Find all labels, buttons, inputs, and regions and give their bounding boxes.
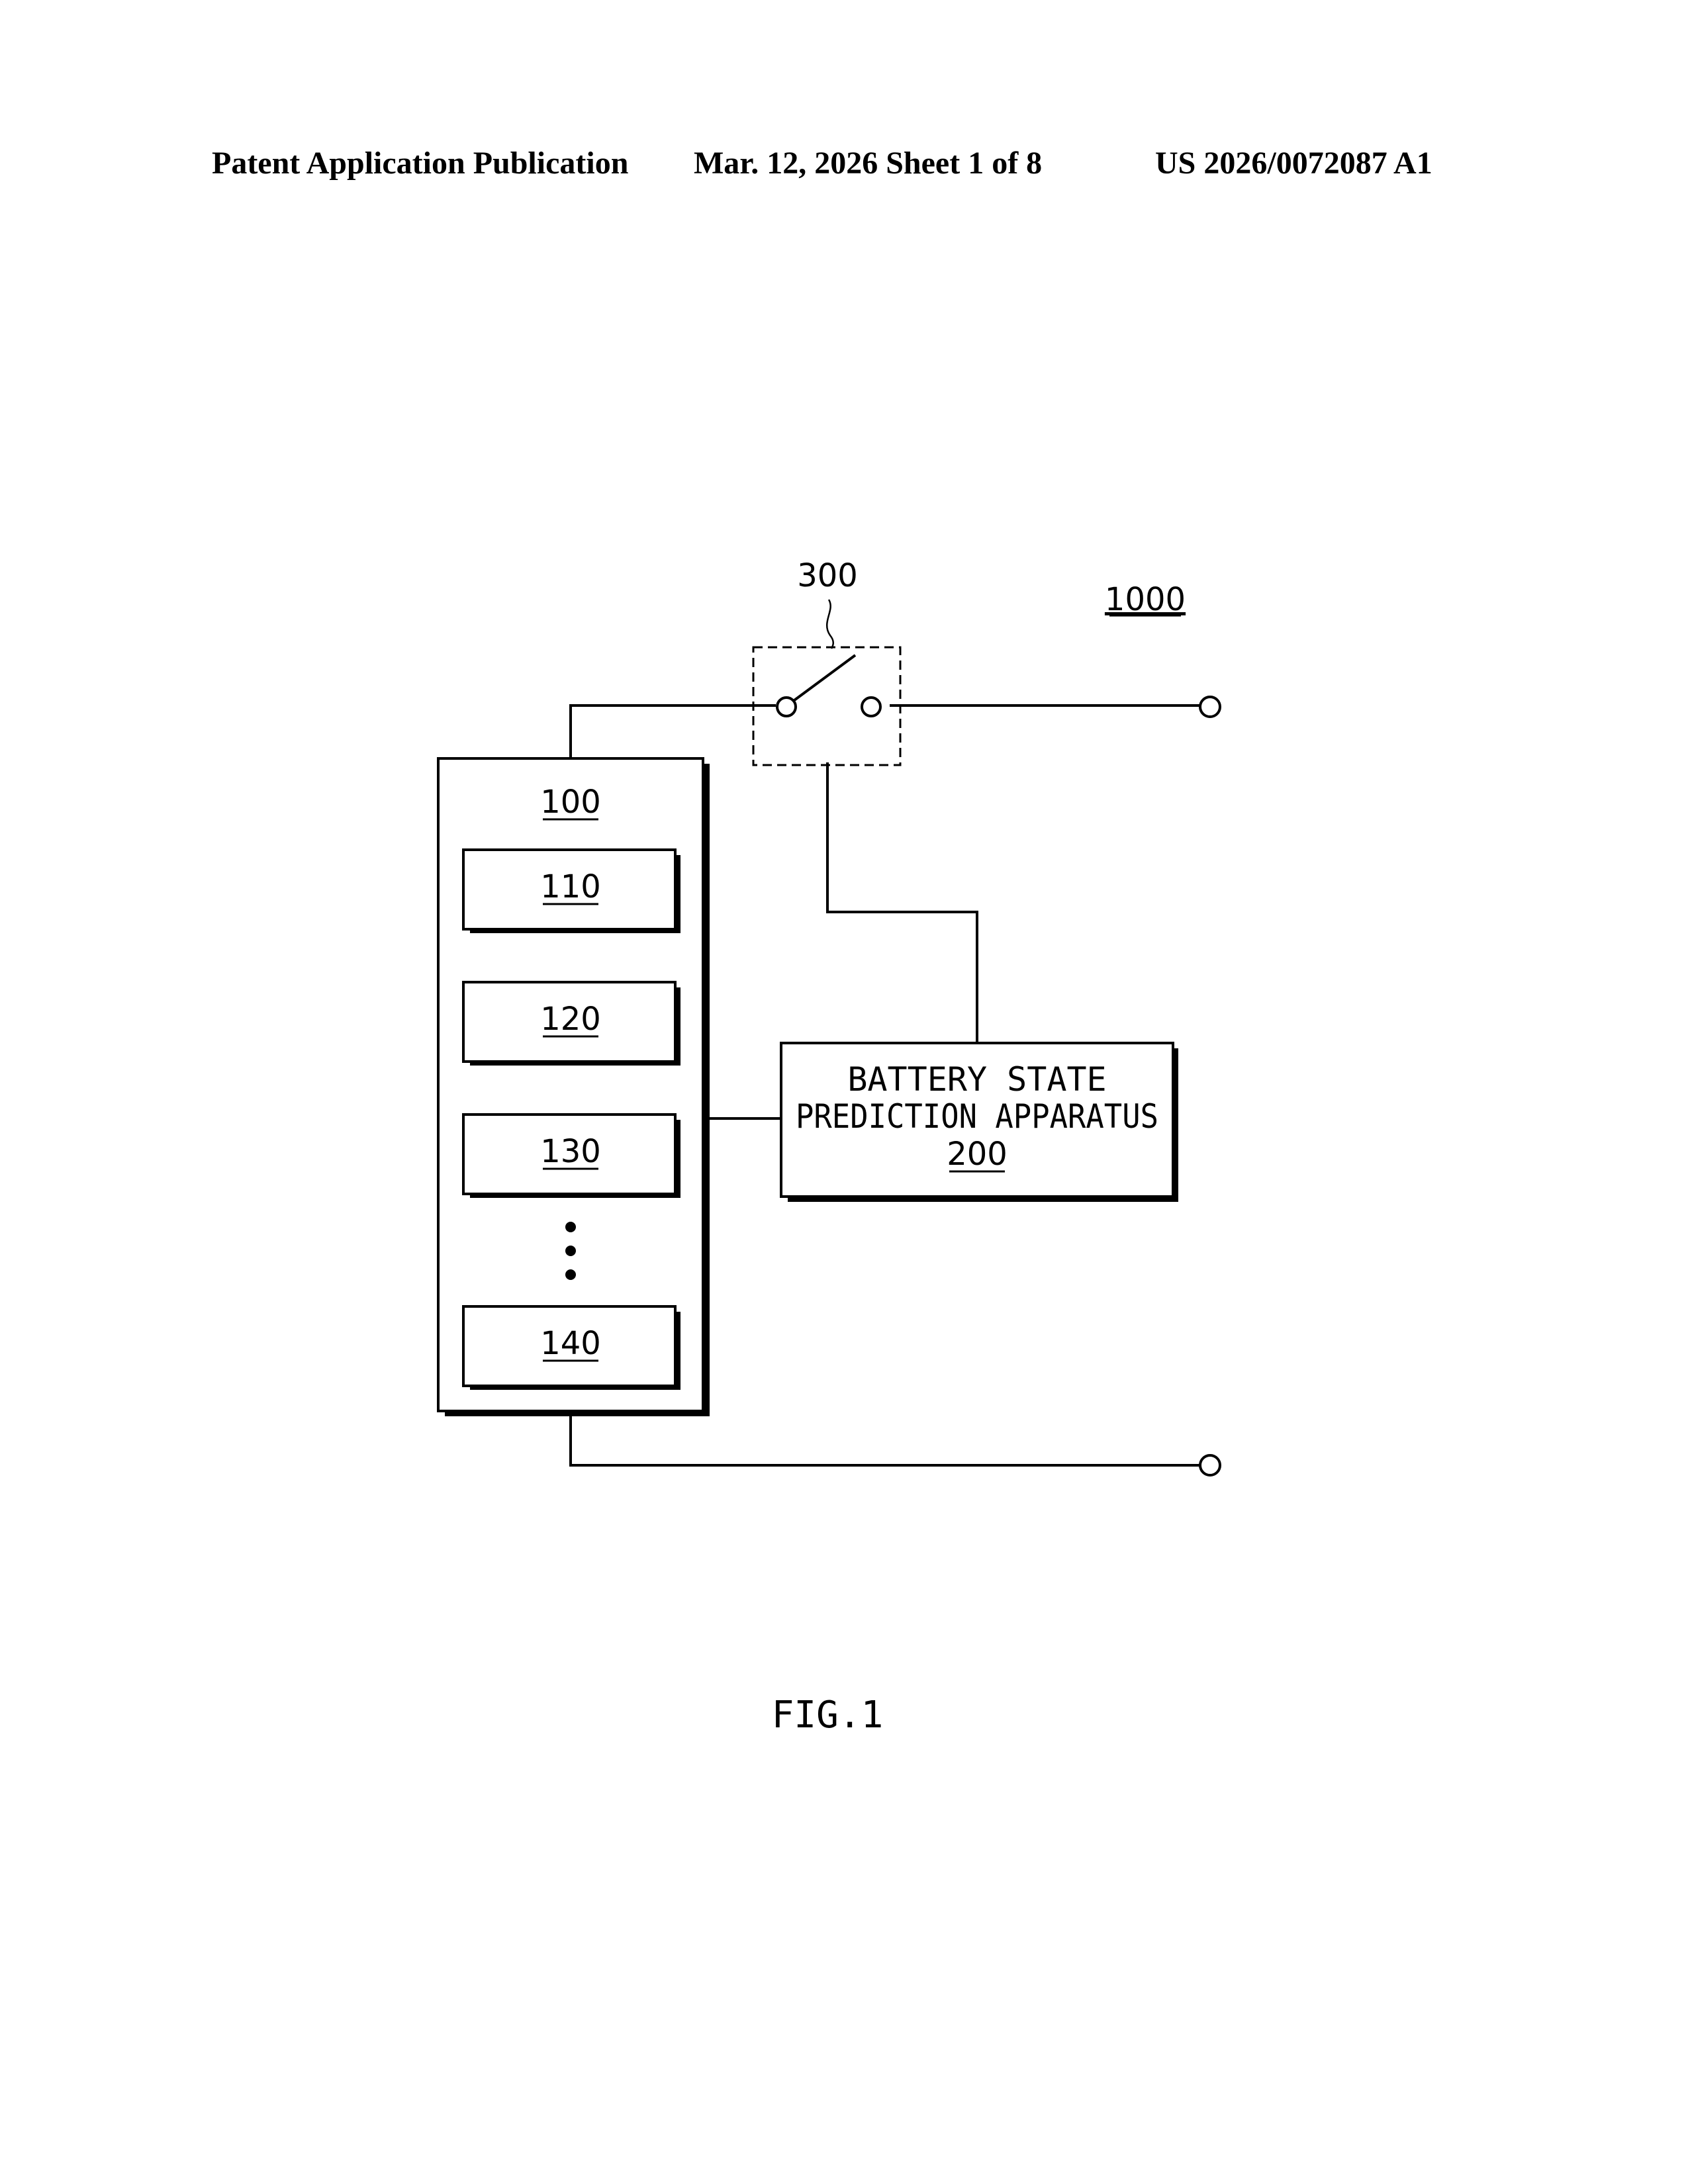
- system-1000-label: 1000: [1105, 581, 1186, 618]
- switch-300-label: 300: [797, 557, 858, 594]
- cell-120-label: 120: [540, 1001, 601, 1038]
- cell-140-label: 140: [540, 1325, 601, 1362]
- apparatus-200-label: 200: [947, 1136, 1008, 1173]
- cell-130-label: 130: [540, 1133, 601, 1170]
- cell-110-label: 110: [540, 868, 601, 905]
- switch-right-contact: [862, 698, 880, 716]
- cell-130: 130: [463, 1115, 680, 1198]
- cell-140: 140: [463, 1306, 680, 1390]
- ellipsis-dot: [565, 1222, 576, 1232]
- wire-pack-to-switch: [571, 705, 776, 761]
- top-terminal: [1200, 697, 1220, 717]
- cell-120: 120: [463, 982, 680, 1066]
- ellipsis-dot: [565, 1269, 576, 1280]
- bottom-terminal: [1200, 1455, 1220, 1475]
- ellipsis-dot: [565, 1246, 576, 1256]
- wire-pack-bottom: [571, 1416, 1199, 1465]
- figure-caption: FIG.1: [772, 1694, 884, 1737]
- battery-state-prediction-apparatus-200: BATTERY STATE PREDICTION APPARATUS 200: [781, 1043, 1178, 1202]
- wire-switch-control: [827, 762, 977, 1043]
- pack-100-label: 100: [540, 784, 601, 821]
- apparatus-title-line1: BATTERY STATE: [847, 1060, 1106, 1099]
- cell-110: 110: [463, 850, 680, 933]
- apparatus-title-line2: PREDICTION APPARATUS: [796, 1097, 1158, 1136]
- switch-left-contact: [777, 698, 796, 716]
- switch-300-leader: [827, 600, 833, 649]
- switch-blade: [794, 655, 855, 700]
- cell-ellipsis: [565, 1222, 576, 1280]
